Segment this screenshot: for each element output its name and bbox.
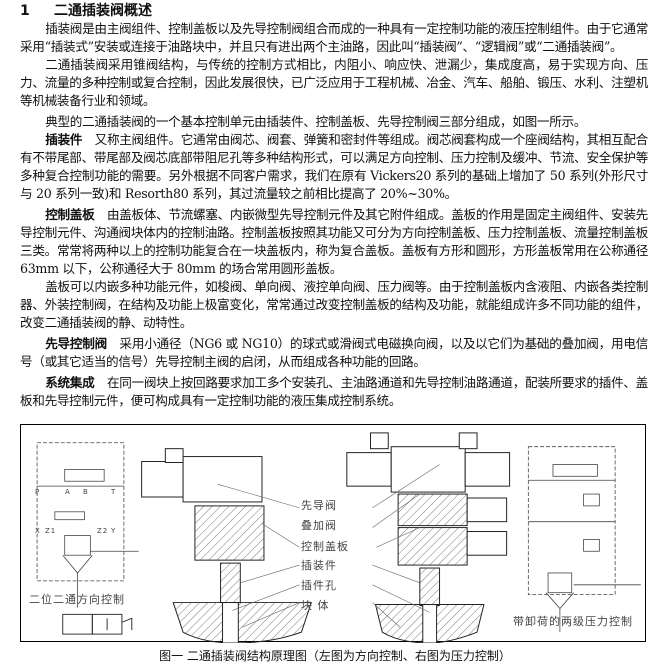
diagram-drawing xyxy=(36,432,641,643)
section-number: 1 xyxy=(20,3,30,19)
paragraph-cartridge: 插装件又称主阀组件。它通常由阀芯、阀套、弹簧和密封件等组成。阀芯阀套构成一个座阀… xyxy=(20,131,648,203)
paragraph-text: 二通插装阀采用锥阀结构，与传统的控制方式相比，内阻小、响应快、泄漏少，集成度高，… xyxy=(20,57,648,108)
left-diagram-title: 二位二通方向控制 xyxy=(29,593,125,606)
term-system-integration: 系统集成 xyxy=(45,375,95,390)
label-cover-plate: 控制盖板 xyxy=(301,540,349,553)
label-cartridge-hole: 插件孔 xyxy=(301,579,337,592)
paragraph-system-integration: 系统集成在同一阀块上按回路要求加工多个安装孔、主油路通道和先导控制油路通道，配装… xyxy=(20,374,648,410)
port-a: A xyxy=(65,488,71,496)
port-t: T xyxy=(111,488,117,496)
paragraph-text: 插装阀是由主阀组件、控制盖板以及先导控制阀组合而成的一种具有一定控制功能的液压控… xyxy=(20,21,648,54)
port-x: X xyxy=(35,527,41,535)
port-b: B xyxy=(83,488,89,496)
right-hydraulic-schematic xyxy=(527,446,641,633)
paragraph-text: 在同一阀块上按回路要求加工多个安装孔、主油路通道和先导控制油路通道，配装所要求的… xyxy=(20,375,648,408)
figure-caption: 图一 二通插装阀结构原理图（左图为方向控制、右图为压力控制） xyxy=(159,649,511,663)
term-cartridge: 插装件 xyxy=(45,132,83,147)
port-z2: Z2 xyxy=(97,527,109,535)
paragraph-cover-functions: 盖板可以内嵌多种功能元件，如梭阀、单向阀、液控单向阀、压力阀等。由于控制盖板内含… xyxy=(20,278,648,332)
paragraph-text: 又称主阀组件。它通常由阀芯、阀套、弹簧和密封件等组成。阀芯阀套构成一个座阀结构，… xyxy=(20,132,648,201)
paragraph-intro: 插装阀是由主阀组件、控制盖板以及先导控制阀组合而成的一种具有一定控制功能的液压控… xyxy=(20,20,648,56)
paragraph-text: 盖板可以内嵌多种功能元件，如梭阀、单向阀、液控单向阀、压力阀等。由于控制盖板内含… xyxy=(20,279,648,330)
label-pilot-valve: 先导阀 xyxy=(301,499,337,512)
right-diagram-title: 带卸荷的两级压力控制 xyxy=(513,615,633,628)
section-title: 二通插装阀概述 xyxy=(54,3,152,19)
paragraph-pilot-valve: 先导控制阀采用小通径（NG6 或 NG10）的球式或滑阀式电磁换向阀，以及以它们… xyxy=(20,335,648,371)
port-p: P xyxy=(35,488,41,496)
term-pilot-valve: 先导控制阀 xyxy=(45,336,107,351)
term-cover-plate: 控制盖板 xyxy=(45,207,95,222)
port-y: Y xyxy=(111,527,117,535)
label-stack-valve: 叠加阀 xyxy=(301,519,337,532)
leader-lines xyxy=(217,464,440,628)
label-block: 块 体 xyxy=(301,599,330,612)
left-hydraulic-schematic xyxy=(36,442,139,608)
port-z1: Z1 xyxy=(45,527,57,535)
left-valve-symbol xyxy=(62,613,133,635)
section-heading: 1 二通插装阀概述 xyxy=(20,0,152,20)
paragraph-text: 由盖板体、节流螺塞、内嵌微型先导控制元件及其它附件组成。盖板的作用是固定主阀组件… xyxy=(20,207,648,276)
figure-cartridge-valve-diagram: 先导阀 叠加阀 控制盖板 插装件 插件孔 块 体 二位二通方向控制 带卸荷的两级… xyxy=(20,424,646,643)
label-cartridge: 插装件 xyxy=(301,559,337,572)
paragraph-text: 典型的二通插装阀的一个基本控制单元由插装件、控制盖板、先导控制阀三部分组成，如图… xyxy=(45,114,587,129)
paragraph-text: 采用小通径（NG6 或 NG10）的球式或滑阀式电磁换向阀，以及以它们为基础的叠… xyxy=(20,336,648,369)
left-valve-assembly xyxy=(141,448,312,643)
paragraph-advantages: 二通插装阀采用锥阀结构，与传统的控制方式相比，内阻小、响应快、泄漏少，集成度高，… xyxy=(20,56,648,110)
document-body: 插装阀是由主阀组件、控制盖板以及先导控制阀组合而成的一种具有一定控制功能的液压控… xyxy=(20,20,648,410)
right-valve-assembly xyxy=(346,432,511,643)
paragraph-structure: 典型的二通插装阀的一个基本控制单元由插装件、控制盖板、先导控制阀三部分组成，如图… xyxy=(20,113,648,131)
paragraph-cover-plate: 控制盖板由盖板体、节流螺塞、内嵌微型先导控制元件及其它附件组成。盖板的作用是固定… xyxy=(20,206,648,278)
